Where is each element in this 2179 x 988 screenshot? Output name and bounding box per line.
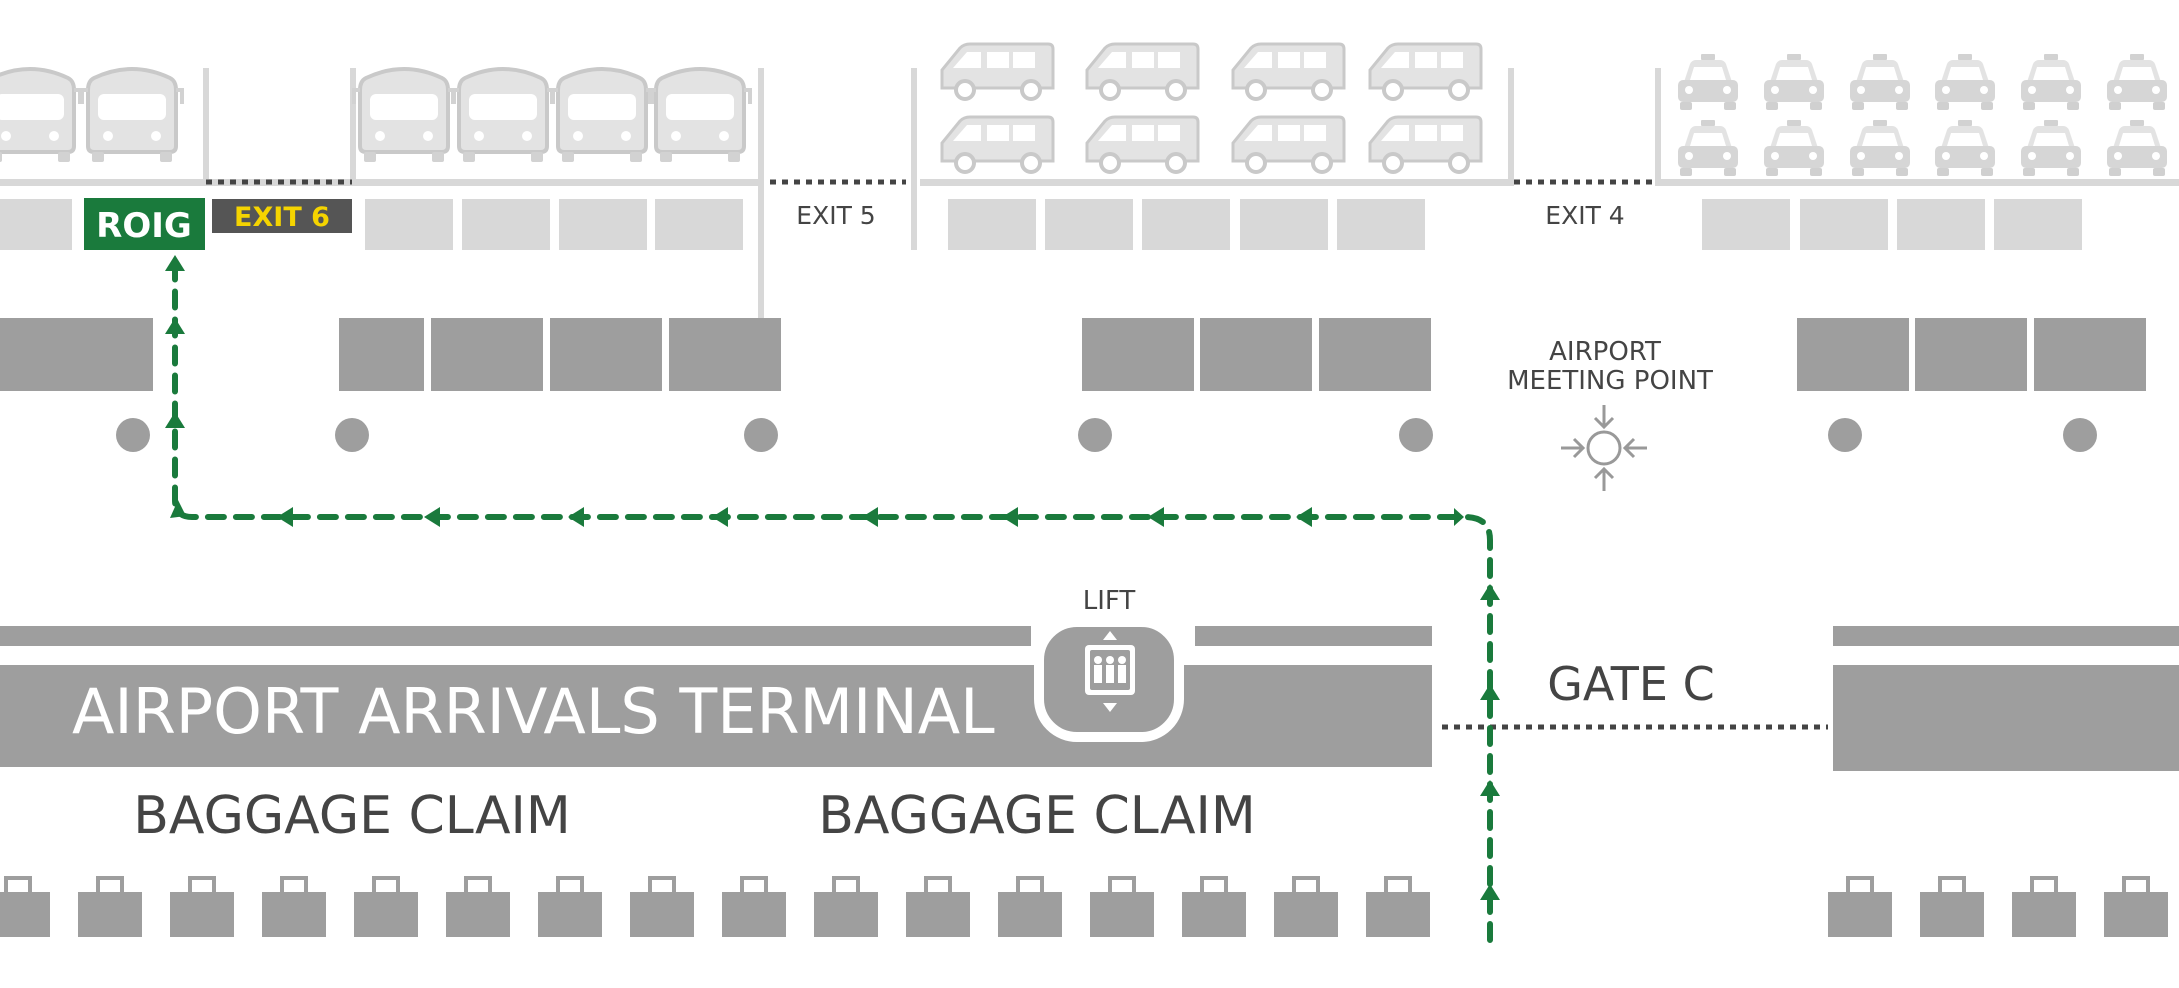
van-icons xyxy=(940,42,1483,174)
exit-6-label: EXIT 6 xyxy=(234,202,330,233)
luggage-icon xyxy=(76,876,144,939)
van-icon xyxy=(1368,115,1483,174)
van-icon xyxy=(1085,42,1200,101)
lift-label: LIFT xyxy=(1083,586,1136,616)
van-icon xyxy=(1231,115,1346,174)
taxi-icon xyxy=(2021,120,2081,176)
route-arrow-icon xyxy=(165,412,185,428)
bus-icon xyxy=(0,67,82,164)
route-arrow-icon xyxy=(1480,684,1500,700)
meeting-point-label-line2: MEETING POINT xyxy=(1507,366,1713,396)
route-arrow-icon xyxy=(712,507,728,527)
luggage-icon xyxy=(536,876,604,939)
route-arrow-icon xyxy=(1480,884,1500,900)
luggage-icon xyxy=(720,876,788,939)
route-arrow-icon xyxy=(1480,584,1500,600)
parking-bays xyxy=(0,199,2082,250)
luggage-icon xyxy=(444,876,512,939)
lift-icon xyxy=(1034,617,1184,742)
company-sign-label: ROIG xyxy=(96,206,192,246)
van-icon xyxy=(940,42,1055,101)
company-sign: ROIG xyxy=(84,198,205,250)
exit-5-label: EXIT 5 xyxy=(796,201,875,230)
route-arrow-icon xyxy=(862,507,878,527)
taxi-icon xyxy=(1850,120,1910,176)
van-icon xyxy=(1085,115,1200,174)
exit-4-label: EXIT 4 xyxy=(1545,201,1624,230)
taxi-icon xyxy=(2107,120,2167,176)
route-arrow-icon xyxy=(277,507,293,527)
route-arrow-icon xyxy=(1148,507,1164,527)
taxi-icon xyxy=(2021,54,2081,110)
route-arrow-icon xyxy=(165,255,185,271)
building-blocks xyxy=(0,318,2146,391)
luggage-icon xyxy=(352,876,420,939)
route-arrow-icons xyxy=(165,255,1500,900)
luggage-icon xyxy=(168,876,236,939)
taxi-icon xyxy=(1678,120,1738,176)
luggage-icon xyxy=(1180,876,1248,939)
route-arrow-icon xyxy=(1296,507,1312,527)
luggage-icon xyxy=(260,876,328,939)
luggage-icon xyxy=(2102,876,2170,939)
bus-icon xyxy=(550,67,654,164)
baggage-claim-label-left: BAGGAGE CLAIM xyxy=(133,786,571,846)
terminal-building xyxy=(0,626,2179,771)
luggage-icon xyxy=(1088,876,1156,939)
bus-icon xyxy=(352,67,456,164)
meeting-point-icon xyxy=(1561,405,1647,491)
exit-6-sign: EXIT 6 xyxy=(212,199,352,233)
route-arrow-icon xyxy=(165,318,185,334)
taxi-icon xyxy=(1935,54,1995,110)
taxi-icon xyxy=(1850,54,1910,110)
bus-icon xyxy=(451,67,555,164)
route-arrow-icon xyxy=(568,507,584,527)
luggage-icon xyxy=(996,876,1064,939)
bus-icon xyxy=(80,67,184,164)
taxi-icons xyxy=(1678,54,2167,176)
taxi-icon xyxy=(2107,54,2167,110)
luggage-icon xyxy=(1272,876,1340,939)
bus-icons xyxy=(0,67,752,164)
taxi-icon xyxy=(1935,120,1995,176)
walking-route xyxy=(172,259,1493,943)
luggage-icon xyxy=(904,876,972,939)
luggage-icons xyxy=(0,876,2170,939)
luggage-icon xyxy=(812,876,880,939)
route-arrow-icon xyxy=(1002,507,1018,527)
luggage-icon xyxy=(0,876,52,939)
taxi-icon xyxy=(1678,54,1738,110)
taxi-icon xyxy=(1764,54,1824,110)
van-icon xyxy=(940,115,1055,174)
luggage-icon xyxy=(1918,876,1986,939)
luggage-icon xyxy=(2010,876,2078,939)
route-arrow-icon xyxy=(1480,780,1500,796)
luggage-icon xyxy=(1826,876,1894,939)
route-arrow-icon xyxy=(170,500,186,518)
pillars xyxy=(116,418,2097,452)
terminal-label: AIRPORT ARRIVALS TERMINAL xyxy=(72,675,995,748)
taxi-icon xyxy=(1764,120,1824,176)
parking-structure xyxy=(0,68,2179,318)
baggage-claim-label-right: BAGGAGE CLAIM xyxy=(818,786,1256,846)
van-icon xyxy=(1231,42,1346,101)
bus-icon xyxy=(648,67,752,164)
route-arrow-icon xyxy=(424,507,440,527)
route-arrow-icon xyxy=(1454,508,1464,526)
luggage-icon xyxy=(1364,876,1432,939)
gate-label: GATE C xyxy=(1547,657,1714,711)
luggage-icon xyxy=(628,876,696,939)
meeting-point-label-line1: AIRPORT xyxy=(1549,337,1661,367)
van-icon xyxy=(1368,42,1483,101)
